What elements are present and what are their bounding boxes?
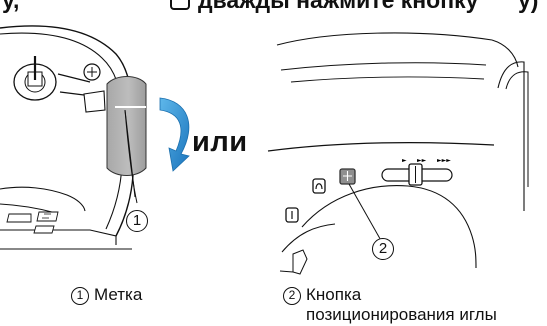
needle-clamp-shape	[292, 249, 308, 275]
callout-2: 2	[372, 238, 394, 260]
needle-position-button	[339, 168, 356, 185]
crop-text-middle: дважды нажмите кнопку	[198, 0, 479, 13]
arm-right-curve	[491, 39, 519, 68]
callout-1-leader	[124, 109, 136, 198]
base-buttons	[6, 211, 59, 234]
legend-number-1: 1	[71, 287, 89, 305]
left-machine-side-view	[0, 25, 190, 250]
crop-text-left: у,	[2, 0, 20, 13]
arm-top-line-3	[290, 76, 485, 83]
callout-1: 1	[126, 210, 148, 232]
arm-top-line-1	[276, 32, 493, 46]
top-cropped-instruction-line: у, дважды нажмите кнопку у)	[0, 0, 547, 13]
legend-label-2-line-2: позиционирования иглы	[306, 305, 497, 324]
base-top-line	[0, 186, 86, 212]
right-machine-front-view: ► ►► ►►►	[267, 32, 529, 275]
reverse-stitch-button	[312, 178, 326, 194]
front-panel-top-line	[267, 141, 495, 152]
handwheel	[106, 76, 147, 204]
presser-foot-line	[279, 270, 294, 273]
base-foot-line	[0, 229, 117, 245]
speed-medium-arrow-icon: ►►	[417, 157, 427, 164]
arm-top-line-2	[280, 62, 487, 71]
speed-slider: ► ►► ►►►	[381, 157, 453, 186]
crop-text-right: у)	[518, 0, 539, 13]
front-panel-curve	[301, 185, 477, 269]
arm-right-edge-inner	[505, 71, 529, 187]
start-stop-button	[285, 207, 299, 223]
needle-position-button-icon	[170, 0, 190, 10]
legend-label-1: Метка	[94, 285, 143, 304]
legend-label-2-line-1: Кнопка	[306, 285, 362, 304]
legend-item-2: 2 Кнопка	[283, 285, 361, 305]
or-label: или	[192, 126, 248, 158]
rotation-arrow-icon	[159, 97, 190, 172]
machine-body-outer-line	[0, 25, 134, 237]
speed-slow-arrow-icon: ►	[402, 157, 407, 164]
speed-fast-arrow-icon: ►►►	[437, 157, 451, 164]
spool-pin-assembly	[13, 56, 106, 113]
legend-number-2: 2	[283, 287, 301, 305]
machine-body-inner-line	[0, 32, 123, 230]
legend-item-1: 1 Метка	[71, 285, 142, 305]
arm-right-edge-outer	[497, 61, 525, 211]
callout-2-leader	[348, 183, 384, 245]
needle-area-curve	[281, 223, 336, 253]
needle-button-inline-icon	[168, 0, 192, 13]
